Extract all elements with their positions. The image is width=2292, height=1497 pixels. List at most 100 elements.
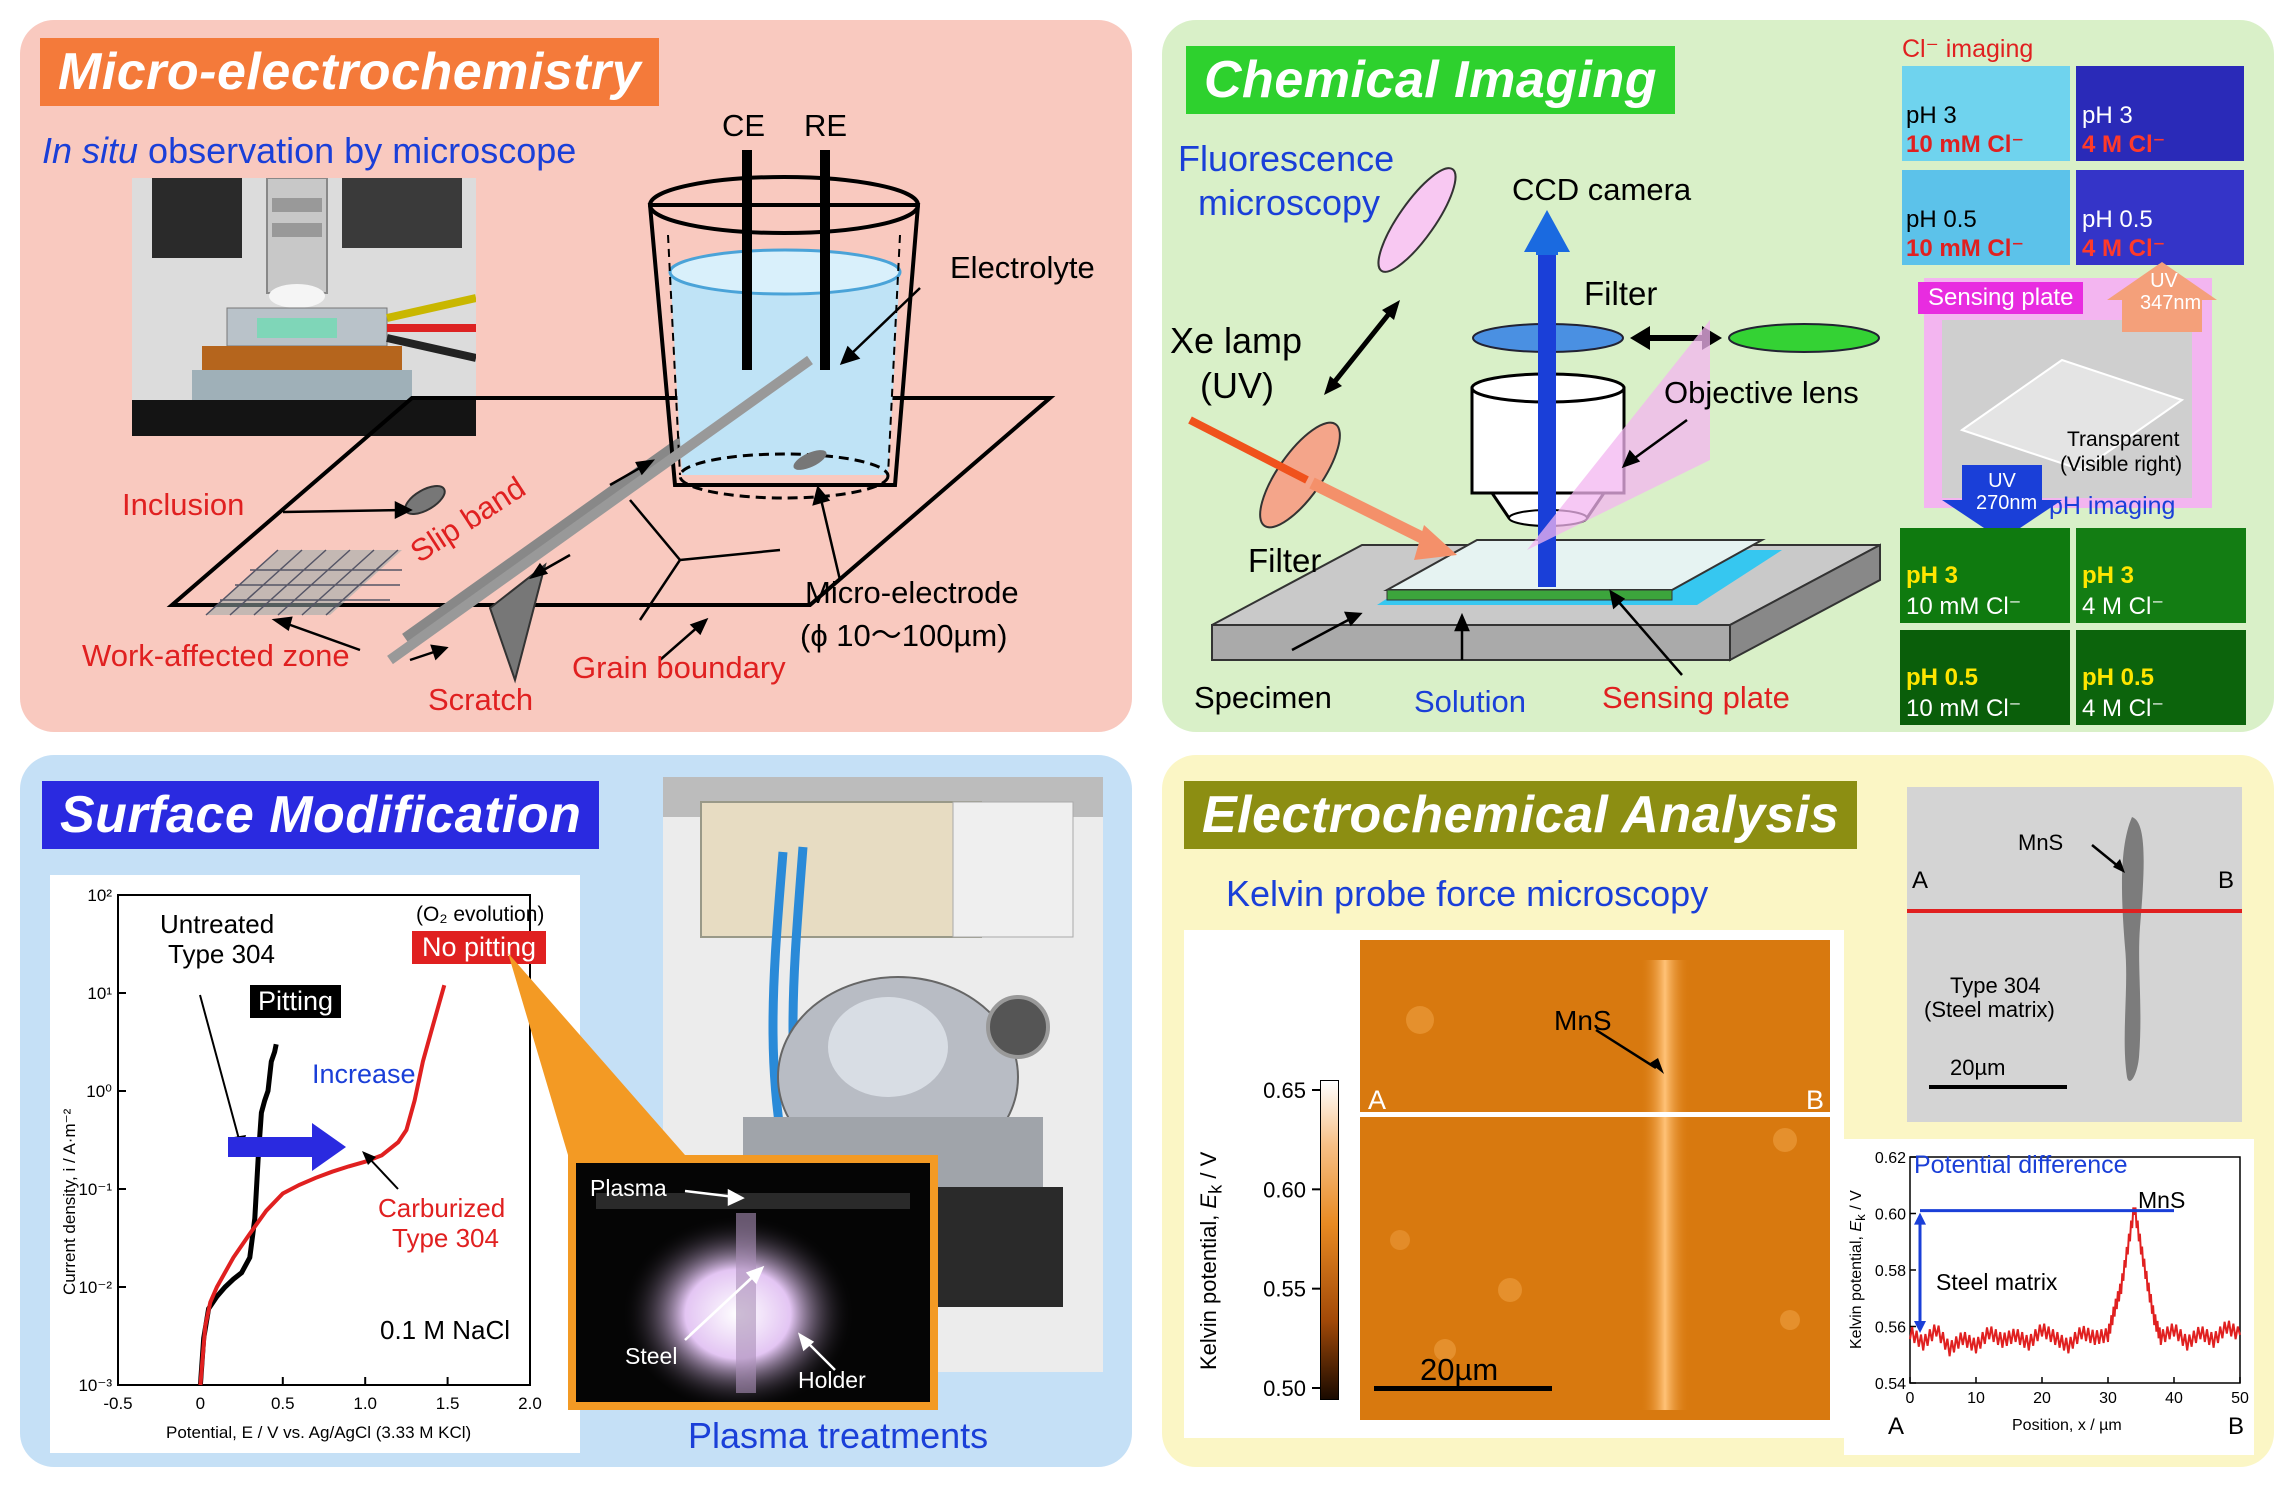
re-label: RE	[804, 108, 848, 143]
xe-beam	[1188, 416, 1309, 484]
map-scale-label: 20µm	[1420, 1352, 1499, 1387]
type304a-label: Type 304	[168, 939, 275, 969]
work-affected-label: Work-affected zone	[82, 638, 350, 673]
ph-tile-cl: 10 mM Cl⁻	[1906, 593, 2022, 620]
sensing-plate-photo-art	[1942, 320, 2192, 498]
grain-boundary-lines	[629, 499, 781, 621]
micro-subtitle: In situ observation by microscope	[42, 130, 576, 172]
untreated-pointer	[199, 994, 241, 1144]
uv-label: (UV)	[1200, 365, 1274, 406]
profile-y-tick-label: 0.54	[1875, 1376, 1906, 1393]
cl-tile-ph: pH 3	[2082, 102, 2133, 129]
work-affected-hatch	[205, 549, 402, 616]
type304b-label: Type 304	[392, 1223, 499, 1253]
cl-tile-2: pH 0.5 10 mM Cl⁻	[1902, 170, 2070, 265]
potential-arrow-up	[1914, 1212, 1926, 1225]
profile-x-tick-label: 0	[1906, 1390, 1915, 1407]
type304-photo-label: Type 304	[1950, 973, 2041, 998]
chemical-imaging-panel: Chemical Imaging	[1162, 20, 2274, 732]
ph-tile-1: pH 3 4 M Cl⁻	[2076, 528, 2246, 623]
no-pitting-tag: No pitting	[412, 931, 547, 964]
colorbar-label: Kelvin potential, Ek / V	[1196, 1151, 1226, 1370]
visible-right-label: (Visible right)	[2060, 453, 2183, 476]
steel-label: Steel	[625, 1343, 678, 1369]
ph-tile-ph: pH 0.5	[2082, 664, 2155, 691]
mns-photo-label: MnS	[2018, 830, 2064, 855]
sensing-plate-highlight	[1527, 320, 1710, 550]
profile-ylabel: Kelvin potential, Ek / V	[1848, 1190, 1869, 1349]
profile-x-tick-label: 10	[1967, 1390, 1985, 1407]
micro-electrochemistry-panel: Micro-electrochemistry In situ observati…	[20, 20, 1132, 732]
plasma-treatments-label: Plasma treatments	[688, 1415, 989, 1456]
ph-tile-0: pH 3 10 mM Cl⁻	[1900, 528, 2070, 623]
colorbar-tick-label: 0.50	[1263, 1376, 1306, 1401]
electrolyte-label: Electrolyte	[950, 250, 1095, 285]
plasma-callout	[508, 953, 836, 1371]
analysis-title: Electrochemical Analysis	[1184, 781, 1858, 849]
x-tick-label: 1.0	[353, 1394, 377, 1413]
chem-title: Chemical Imaging	[1186, 46, 1675, 114]
cl-tile-3: pH 0.5 4 M Cl⁻	[2076, 170, 2244, 265]
specimen-label: Specimen	[1194, 680, 1332, 715]
photo-scale-label: 20µm	[1950, 1055, 2006, 1080]
map-b-label: B	[1806, 1085, 1825, 1115]
uv270-label: UV 270nm	[1976, 470, 2038, 514]
surface-title: Surface Modification	[42, 781, 600, 849]
ph-tile-cl: 4 M Cl⁻	[2082, 593, 2165, 620]
sensing-plate-photo	[1942, 320, 2192, 498]
filter-green	[1728, 323, 1880, 353]
electrochemical-analysis-panel: Electrochemical Analysis Kelvin probe fo…	[1162, 755, 2274, 1467]
x-tick-label: -0.5	[103, 1394, 132, 1413]
mns-profile-label: MnS	[2138, 1187, 2186, 1213]
cl-tile-0: pH 3 10 mM Cl⁻	[1902, 66, 2070, 161]
solution-label: Solution	[1414, 684, 1527, 719]
profile-y-tick-label: 0.62	[1875, 1150, 1906, 1167]
microscope-photo	[132, 178, 476, 436]
cl-tile-ph: pH 0.5	[1906, 206, 1977, 233]
steel-matrix-photo-label: (Steel matrix)	[1924, 997, 2055, 1022]
emission-beam	[1538, 242, 1556, 587]
potential-arrow-down	[1914, 1320, 1926, 1333]
filter-pink-top	[1377, 167, 1457, 273]
y-tick-label: 10⁻³	[78, 1376, 112, 1395]
potential-difference-label: Potential difference	[1914, 1151, 2128, 1179]
grain-boundary-label: Grain boundary	[572, 650, 786, 685]
profile-xlabel: Position, x / µm	[2012, 1417, 2122, 1434]
uv-arrows	[1942, 262, 2217, 540]
mns-micrograph	[1907, 787, 2242, 1122]
map-a-label: A	[1368, 1085, 1387, 1115]
ph-imaging-label: pH imaging	[2049, 492, 2176, 520]
ph-tile-ph: pH 3	[2082, 562, 2135, 589]
cl-tile-ph: pH 3	[1906, 102, 1957, 129]
fluorescence-label: Fluorescence	[1178, 138, 1395, 179]
microscope-photo-art	[132, 178, 476, 436]
chem-pointer-arrows	[1291, 418, 1688, 676]
micro-electrode-capillary	[387, 355, 813, 665]
x-tick-label: 0.5	[271, 1394, 295, 1413]
plasma-label: Plasma	[590, 1175, 667, 1201]
inclusion-shape	[404, 485, 446, 515]
profile-x-tick-label: 50	[2231, 1390, 2249, 1407]
o2-label: (O₂ evolution)	[416, 903, 545, 926]
cl-tile-cl: 10 mM Cl⁻	[1906, 131, 2025, 158]
filter-bottom-label: Filter	[1248, 542, 1322, 579]
profile-b-label: B	[2228, 1413, 2245, 1440]
y-tick-label: 10¹	[87, 984, 112, 1003]
y-tick-label: 10⁻²	[78, 1278, 112, 1297]
untreated-curve	[197, 1043, 279, 1386]
ce-label: CE	[722, 108, 766, 143]
profile-y-tick-label: 0.60	[1875, 1207, 1906, 1224]
ph-tile-ph: pH 3	[1906, 562, 1959, 589]
inclusion-label: Inclusion	[122, 487, 245, 522]
objective-label: Objective lens	[1664, 375, 1859, 410]
y-tick-label: 10²	[87, 886, 112, 905]
profile-curve	[1909, 1207, 2241, 1357]
profile-x-tick-label: 40	[2165, 1390, 2183, 1407]
ce-electrode	[742, 150, 752, 370]
micro-electrode-label: Micro-electrode	[805, 575, 1019, 610]
cl-tile-ph: pH 0.5	[2082, 206, 2153, 233]
pol-xlabel: Potential, E / V vs. Ag/AgCl (3.33 M KCl…	[166, 1423, 472, 1442]
